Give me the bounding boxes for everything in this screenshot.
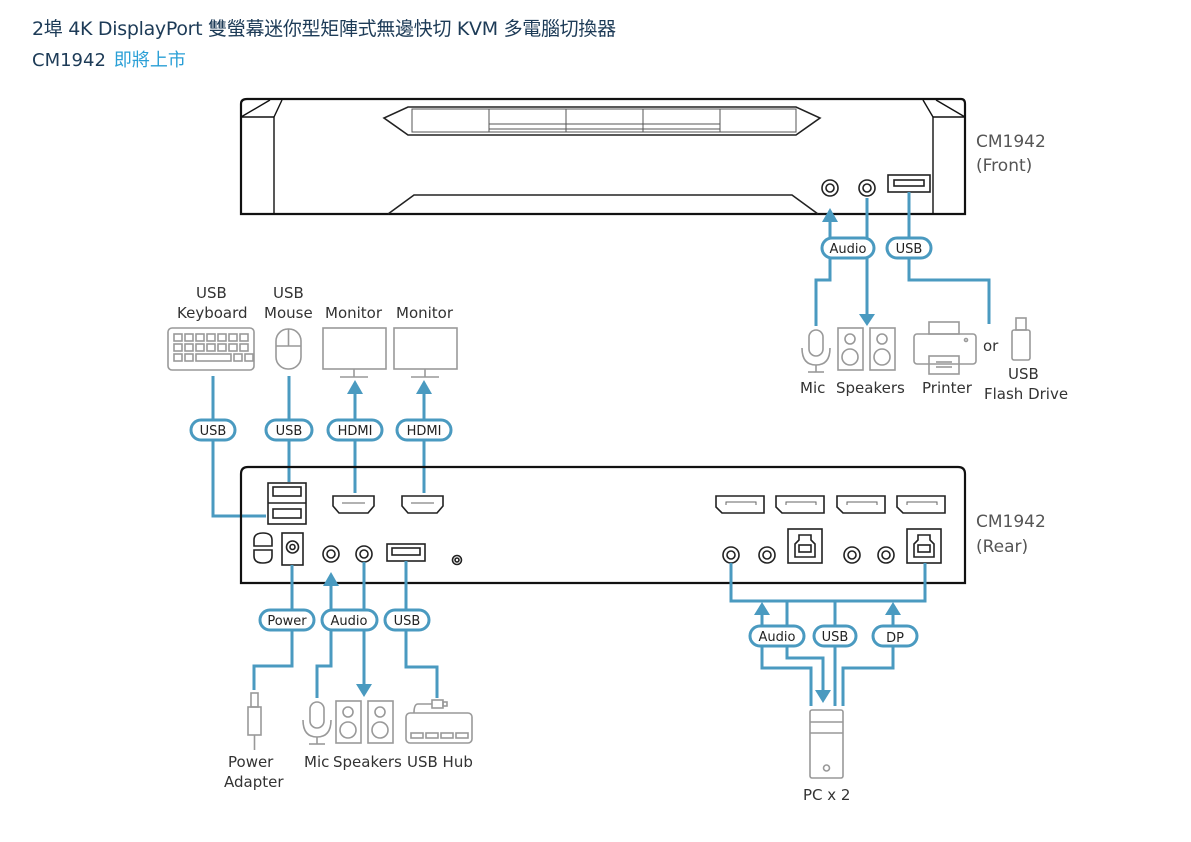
front-audio-pill (820, 236, 876, 260)
speaker-icon (837, 327, 896, 371)
power-adapter-icon (247, 692, 262, 750)
displayport-slot (785, 501, 817, 505)
mouse-label-line2: Mouse (264, 304, 313, 322)
monitor1-label: Monitor (325, 304, 383, 322)
keyboard-key (228, 343, 238, 352)
front-side-label: (Front) (976, 156, 1032, 176)
front-audio-jack-speaker (858, 179, 876, 197)
displayport-slot (846, 501, 878, 505)
keyboard-label-line1: USB (196, 284, 227, 302)
keyboard-key (239, 333, 249, 342)
rear-model-label: CM1942 (976, 512, 1046, 532)
keyboard-key (206, 333, 216, 342)
rear-speakers-label: Speakers (333, 753, 402, 771)
keyboard-key (195, 343, 205, 352)
usb-flash-drive-icon (1011, 317, 1031, 361)
pc-label: PC x 2 (803, 786, 850, 804)
displayport-port (896, 495, 946, 514)
speaker-icon (335, 700, 394, 744)
page-title: 2埠 4K DisplayPort 雙螢幕迷你型矩陣式無邊快切 KVM 多電腦切… (32, 18, 616, 40)
keyboard-key (173, 353, 183, 362)
displayport-port (775, 495, 825, 514)
pc-cables: Audio USB DP (729, 563, 927, 706)
pc-dp-pill-label: DP (886, 631, 904, 646)
rear-mic-label: Mic (304, 753, 329, 771)
front-usb-pill-label: USB (896, 242, 923, 257)
pc-tower-icon (809, 709, 844, 779)
keyboard-key (228, 333, 238, 342)
mouse-icon (275, 328, 302, 370)
keyboard-icon (167, 327, 255, 371)
front-usb-cable: USB (885, 192, 991, 324)
mouse-usb-cable: USB (264, 376, 314, 482)
front-usb-port (887, 174, 931, 193)
front-unit (239, 97, 967, 216)
page-subtitle: CM1942 即將上市 (32, 46, 186, 72)
keyboard-key (184, 353, 194, 362)
keyboard-usb-cable: USB (189, 376, 266, 518)
keyboard-label-line2: Keyboard (177, 304, 248, 322)
printer-label: Printer (922, 379, 973, 397)
monitor2-label: Monitor (396, 304, 454, 322)
keyboard-key (195, 353, 232, 362)
rear-usb-cable: USB (383, 561, 439, 698)
monitor1-hdmi-pill-label: HDMI (338, 424, 373, 439)
front-audio-cable: Audio (814, 198, 876, 326)
flash-drive-label-line1: USB (1008, 365, 1039, 383)
displayport-slot (725, 501, 757, 505)
keyboard-key (217, 343, 227, 352)
front-model-label: CM1942 (976, 132, 1046, 152)
keyboard-usb-pill-label: USB (200, 424, 227, 439)
mic-icon (801, 329, 831, 373)
displayport-port (836, 495, 886, 514)
keyboard-key (184, 333, 194, 342)
keyboard-key (206, 343, 216, 352)
power-cable: Power (252, 565, 316, 690)
mouse-label-line1: USB (273, 284, 304, 302)
monitor2-hdmi-cable: HDMI (395, 380, 453, 493)
rear-side-label: (Rear) (976, 537, 1028, 557)
monitor-icon (322, 327, 387, 378)
flash-drive-label-line2: Flash Drive (984, 385, 1068, 403)
power-pill-label: Power (267, 614, 307, 629)
keyboard-key (239, 343, 249, 352)
front-audio-pill-label: Audio (830, 242, 867, 257)
monitor1-hdmi-cable: HDMI (326, 380, 384, 493)
rear-unit (239, 465, 967, 585)
monitor-icon (393, 327, 458, 378)
printer-icon (913, 321, 977, 375)
power-adapter-label-line2: Adapter (224, 773, 284, 791)
front-speakers-label: Speakers (836, 379, 905, 397)
displayport-slot (906, 501, 938, 505)
keyboard-key (244, 353, 254, 362)
front-mic-label: Mic (800, 379, 825, 397)
model-number: CM1942 (32, 50, 106, 71)
displayport-port (715, 495, 765, 514)
status-badge: 即將上市 (113, 50, 186, 71)
rear-audio-cable: Audio (315, 562, 379, 698)
monitor2-hdmi-pill-label: HDMI (407, 424, 442, 439)
keyboard-key (173, 343, 183, 352)
mouse-usb-pill-label: USB (276, 424, 303, 439)
keyboard-key (233, 353, 243, 362)
front-usb-pill (885, 236, 933, 260)
rear-usb-pill-label: USB (394, 614, 421, 629)
keyboard-key (195, 333, 205, 342)
pc-usb-pill-label: USB (822, 630, 849, 645)
usb-hub-icon (405, 699, 473, 744)
front-audio-jack-mic (821, 179, 839, 197)
keyboard-key (173, 333, 183, 342)
keyboard-key (217, 333, 227, 342)
rear-audio-pill-label: Audio (331, 614, 368, 629)
or-label: or (983, 337, 999, 355)
pc-audio-pill-label: Audio (759, 630, 796, 645)
keyboard-key (184, 343, 194, 352)
mic-icon (302, 701, 332, 745)
power-adapter-label-line1: Power (228, 753, 274, 771)
usb-hub-label: USB Hub (407, 753, 473, 771)
